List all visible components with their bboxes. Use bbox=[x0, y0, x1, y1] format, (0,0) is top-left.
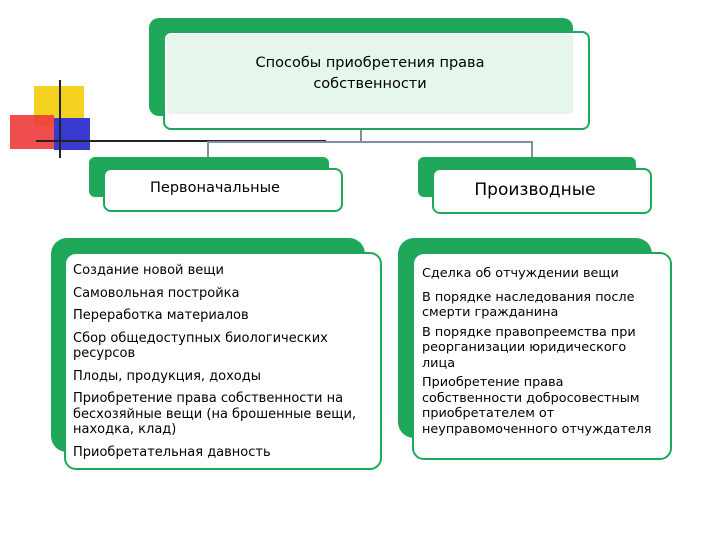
left-list-box bbox=[64, 252, 382, 470]
logo-horizontal-line bbox=[36, 140, 326, 142]
list-item: В порядке правопреемства при реорганизац… bbox=[422, 324, 636, 371]
list-item: Приобретение права собственности добросо… bbox=[422, 375, 652, 437]
list-item: Приобретательная давность bbox=[73, 444, 271, 460]
diagram-title: Способы приобретения права собственности bbox=[255, 55, 485, 92]
connector-right-vertical bbox=[531, 141, 533, 160]
logo-red-square bbox=[10, 115, 54, 149]
connector-top-vertical bbox=[360, 126, 362, 142]
left-heading: Первоначальные bbox=[150, 180, 280, 196]
list-item: Переработка материалов bbox=[73, 308, 249, 323]
right-heading-box bbox=[432, 168, 652, 214]
left-heading-box bbox=[103, 168, 343, 212]
right-list: Сделка об отчуждении вещи В порядке насл… bbox=[422, 266, 662, 437]
connector-left-vertical bbox=[207, 141, 209, 160]
left-heading-label-wrap: Первоначальные bbox=[103, 168, 327, 208]
list-item: Плоды, продукция, доходы bbox=[73, 368, 262, 384]
left-list: Создание новой вещи Самовольная постройк… bbox=[73, 263, 373, 460]
logo-vertical-line bbox=[59, 80, 61, 158]
list-item: В порядке наследования после смерти граж… bbox=[422, 289, 635, 321]
list-item: Самовольная постройка bbox=[73, 285, 240, 301]
list-item: Создание новой вещи bbox=[73, 263, 224, 278]
right-list-box bbox=[412, 252, 672, 460]
title-box: Способы приобретения права собственности bbox=[167, 34, 573, 114]
list-item: Сбор общедоступных биологических ресурсо… bbox=[73, 330, 328, 362]
right-heading: Производные bbox=[474, 180, 596, 200]
connector-horizontal bbox=[207, 141, 532, 143]
right-heading-label-wrap: Производные bbox=[432, 168, 638, 212]
list-item: Сделка об отчуждении вещи bbox=[422, 266, 619, 281]
list-item: Приобретение права собственности на бесх… bbox=[73, 391, 357, 437]
